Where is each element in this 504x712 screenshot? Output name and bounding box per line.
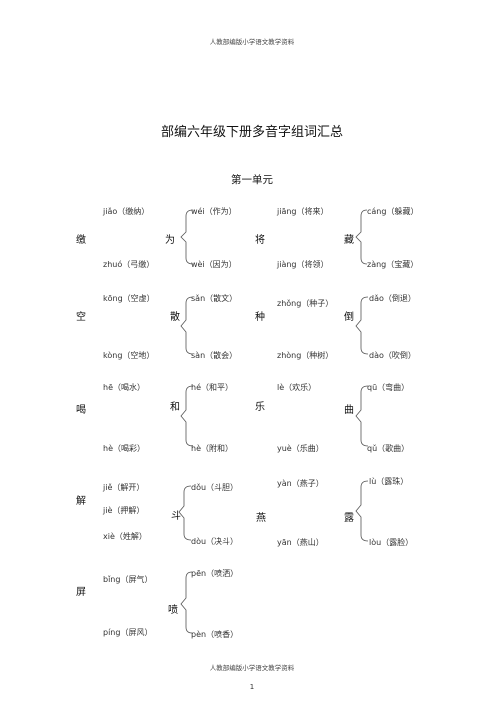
entry-char: 喷	[168, 605, 178, 616]
bracket	[180, 571, 193, 634]
entry-reading: zàng（宝藏）	[367, 260, 419, 269]
entry-char: 和	[170, 402, 180, 413]
entry-reading: píng（屏风）	[103, 628, 153, 637]
entry-char: 藏	[344, 235, 354, 246]
entry-reading: qǔ（歌曲）	[367, 444, 410, 453]
entry-reading: zhòng（种树）	[277, 351, 334, 360]
bracket	[355, 209, 368, 265]
entry-reading: zhǒng（种子）	[277, 299, 334, 308]
page-number: 1	[249, 683, 255, 691]
entry-reading: hè（附和）	[191, 444, 233, 453]
entry-reading: kòng（空地）	[103, 351, 155, 360]
entry-reading: lè（欢乐）	[277, 383, 317, 392]
entry-reading: yàn（燕子）	[277, 479, 324, 488]
entry-reading: bǐng（屏气）	[103, 575, 153, 584]
entry-reading: pēn（喷洒）	[191, 569, 239, 578]
entry-char: 解	[76, 496, 86, 507]
entry-reading: jiàng（将领）	[277, 260, 329, 269]
entry-char: 屏	[76, 587, 86, 598]
entry-char: 燕	[256, 513, 266, 524]
entry-reading: qū（弯曲）	[367, 383, 410, 392]
entry-reading: jiāng（将来）	[277, 207, 329, 216]
bracket	[180, 209, 194, 265]
entry-reading: lù（露珠）	[369, 477, 409, 486]
entry-char: 为	[165, 235, 175, 246]
entry-reading: xiè（姓解）	[103, 532, 147, 541]
entry-reading: kōng（空虚）	[103, 294, 155, 303]
entry-reading: sǎn（散文）	[191, 294, 238, 303]
entry-char: 将	[255, 235, 265, 246]
entry-char: 喝	[76, 405, 86, 416]
entry-reading: wéi（作为）	[191, 207, 237, 216]
entry-reading: zhuó（弓缴）	[103, 260, 155, 269]
bracket	[355, 296, 369, 355]
entry-char: 种	[255, 312, 265, 323]
entry-char: 空	[76, 312, 86, 323]
page-header: 人教部编版小学语文教学资料	[209, 38, 295, 46]
entry-reading: jiě（解开）	[103, 483, 145, 492]
entry-char: 斗	[171, 511, 181, 522]
document-title: 部编六年级下册多音字组词汇总	[160, 125, 343, 140]
page-footer: 人教部编版小学语文教学资料	[209, 664, 295, 672]
entry-reading: dǎo（倒退）	[369, 294, 416, 303]
entry-reading: hē（喝水）	[103, 383, 145, 392]
entry-char: 缴	[76, 235, 86, 246]
entry-reading: lòu（露脸）	[369, 538, 414, 547]
entry-reading: dǒu（斗胆）	[191, 483, 239, 492]
unit-title: 第一单元	[231, 174, 273, 186]
entry-reading: pèn（喷香）	[191, 630, 239, 639]
entry-reading: hè（喝彩）	[103, 444, 145, 453]
entry-char: 曲	[344, 405, 354, 416]
bracket	[355, 385, 369, 447]
entry-reading: wèi（因为）	[191, 260, 237, 269]
bracket	[178, 485, 192, 541]
entry-char: 露	[344, 513, 354, 524]
entry-reading: dòu（决斗）	[191, 537, 239, 546]
entry-reading: hé（和平）	[191, 383, 233, 392]
entry-reading: jiǎo（缴纳）	[103, 207, 150, 216]
entry-reading: cáng（躲藏）	[367, 207, 419, 216]
entry-char: 乐	[255, 402, 265, 413]
entry-reading: yān（燕山）	[277, 538, 324, 547]
entry-char: 散	[170, 312, 180, 323]
entry-reading: yuè（乐曲）	[277, 444, 324, 453]
entry-reading: sàn（散会）	[191, 351, 238, 360]
entry-char: 倒	[344, 312, 354, 323]
bracket	[355, 480, 369, 542]
bracket	[180, 296, 194, 355]
entry-reading: dào（吹倒）	[369, 351, 416, 360]
entry-reading: jiè（押解）	[103, 506, 145, 515]
bracket	[180, 385, 194, 447]
